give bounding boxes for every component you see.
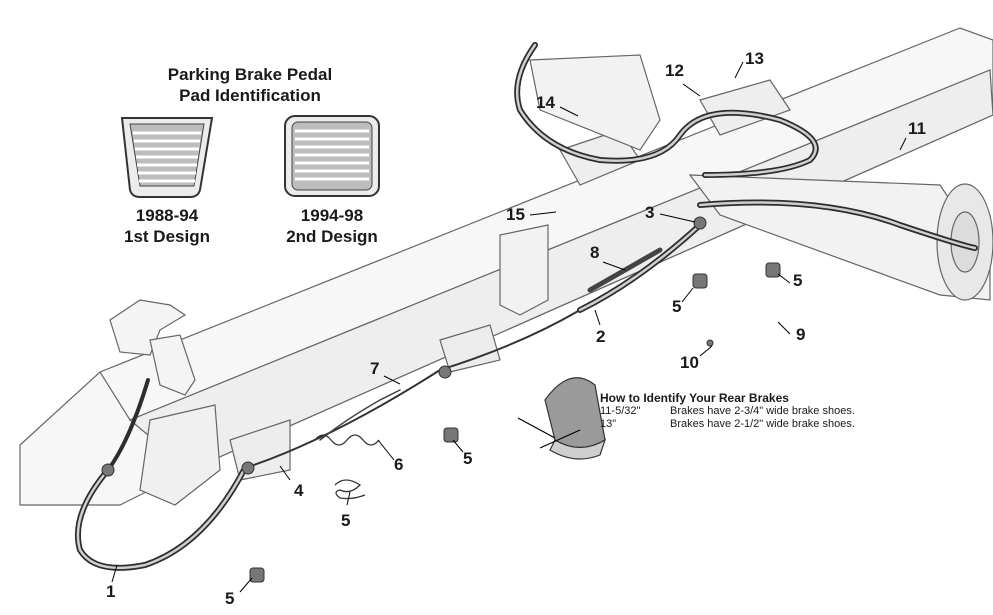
- callout-5b: 5: [463, 449, 473, 468]
- callout-9: 8: [590, 243, 600, 262]
- callout-13: 12: [665, 61, 684, 80]
- pad-design: 1st Design: [124, 227, 210, 246]
- callout-10: 9: [796, 325, 806, 344]
- callout-8: 7: [370, 359, 380, 378]
- callout-6: 5: [341, 511, 351, 530]
- callout-4: 4: [294, 481, 304, 500]
- pedal-bracket: [109, 299, 196, 396]
- callout-5d: 5: [793, 271, 803, 290]
- pad-caption-1st: 1988-94 1st Design: [97, 205, 237, 247]
- rear-brakes-row: 11-5/32" Brakes have 2-3/4" wide brake sh…: [600, 405, 855, 418]
- brake-cables: [74, 42, 978, 571]
- brake-text: Brakes have 2-3/4" wide brake shoes.: [670, 405, 855, 417]
- pad-identification-title: Parking Brake Pedal Pad Identification: [120, 64, 380, 106]
- rear-brakes-heading: How to Identify Your Rear Brakes: [600, 391, 789, 405]
- grommets: [101, 216, 781, 583]
- rear-brakes-info: How to Identify Your Rear Brakes 11-5/32…: [600, 392, 855, 431]
- pad-caption-2nd: 1994-98 2nd Design: [262, 205, 402, 247]
- callout-1: 1: [106, 582, 116, 601]
- callout-14: 13: [745, 49, 764, 68]
- pad-years: 1988-94: [135, 206, 199, 225]
- pad-years: 1994-98: [300, 206, 364, 225]
- rear-axle: [529, 54, 993, 301]
- pad-title-line2: Pad Identification: [179, 86, 321, 105]
- pad-title-line1: Parking Brake Pedal: [167, 65, 333, 84]
- callout-5c: 5: [672, 297, 682, 316]
- pedal-pad-1st-design: [120, 117, 214, 198]
- callout-5a: 5: [225, 589, 235, 608]
- brake-size: 13": [600, 418, 617, 430]
- callout-11: 10: [680, 353, 699, 372]
- cable-springs: [314, 434, 380, 500]
- callout-3: 3: [645, 203, 655, 222]
- pedal-pad-2nd-design: [284, 115, 380, 197]
- callout-7: 6: [394, 455, 404, 474]
- callout-2: 2: [596, 327, 606, 346]
- callout-16: 15: [506, 205, 525, 224]
- leader-lines: [111, 61, 907, 593]
- pad-design: 2nd Design: [286, 227, 378, 246]
- brake-text: Brakes have 2-1/2" wide brake shoes.: [670, 418, 855, 430]
- rear-brakes-row: 13" Brakes have 2-1/2" wide brake shoes.: [600, 418, 855, 431]
- callout-12: 11: [908, 119, 926, 138]
- brake-shoe: [517, 377, 607, 460]
- brake-size: 11-5/32": [600, 405, 641, 417]
- callout-15: 14: [536, 93, 555, 112]
